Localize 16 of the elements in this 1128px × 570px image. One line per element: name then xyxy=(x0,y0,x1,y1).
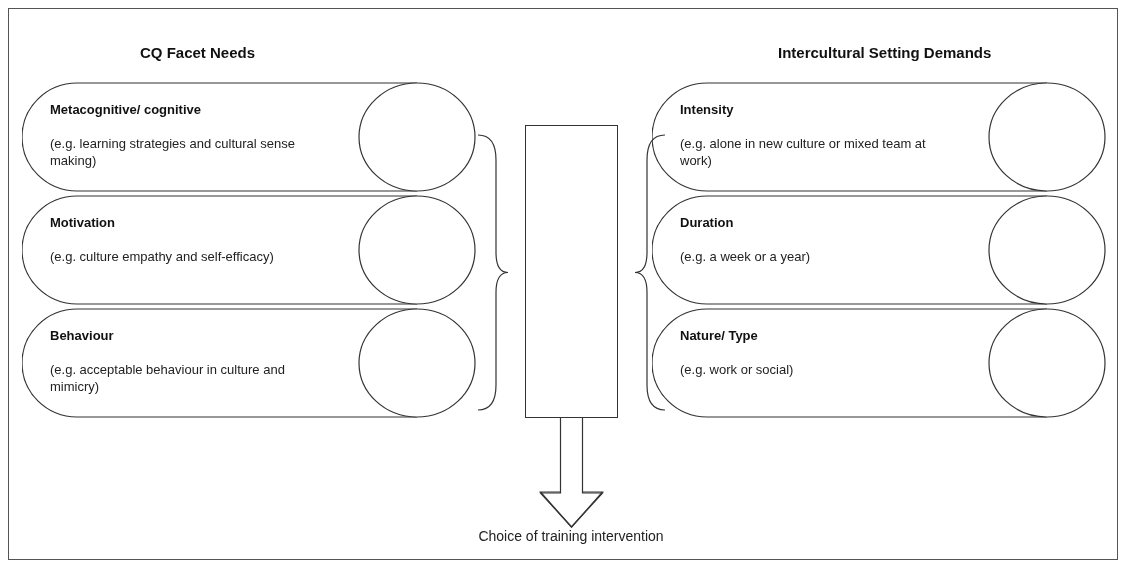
vertical-bar xyxy=(525,125,618,418)
facet-title: Nature/ Type xyxy=(680,328,759,343)
facet-example: (e.g. a week or a year) xyxy=(680,248,812,265)
facet-title: Duration xyxy=(680,215,735,230)
facet-title: Intensity xyxy=(680,102,735,117)
outcome-text: Choice of training intervention xyxy=(456,528,686,544)
facet-title: Behaviour xyxy=(50,328,115,343)
column-heading: Intercultural Setting Demands xyxy=(778,44,992,61)
facet-title: Motivation xyxy=(50,215,116,230)
facet-example: (e.g. alone in new culture or mixed team at work) xyxy=(680,135,927,169)
facet-example: (e.g. acceptable behaviour in culture and mimicry) xyxy=(50,361,286,395)
facet-example: (e.g. learning strategies and cultural sense making) xyxy=(50,135,296,169)
facet-title: Metacognitive/ cognitive xyxy=(50,102,202,117)
facet-example: (e.g. culture empathy and self-efficacy) xyxy=(50,248,275,265)
facet-example: (e.g. work or social) xyxy=(680,361,795,378)
column-heading: CQ Facet Needs xyxy=(140,44,256,61)
